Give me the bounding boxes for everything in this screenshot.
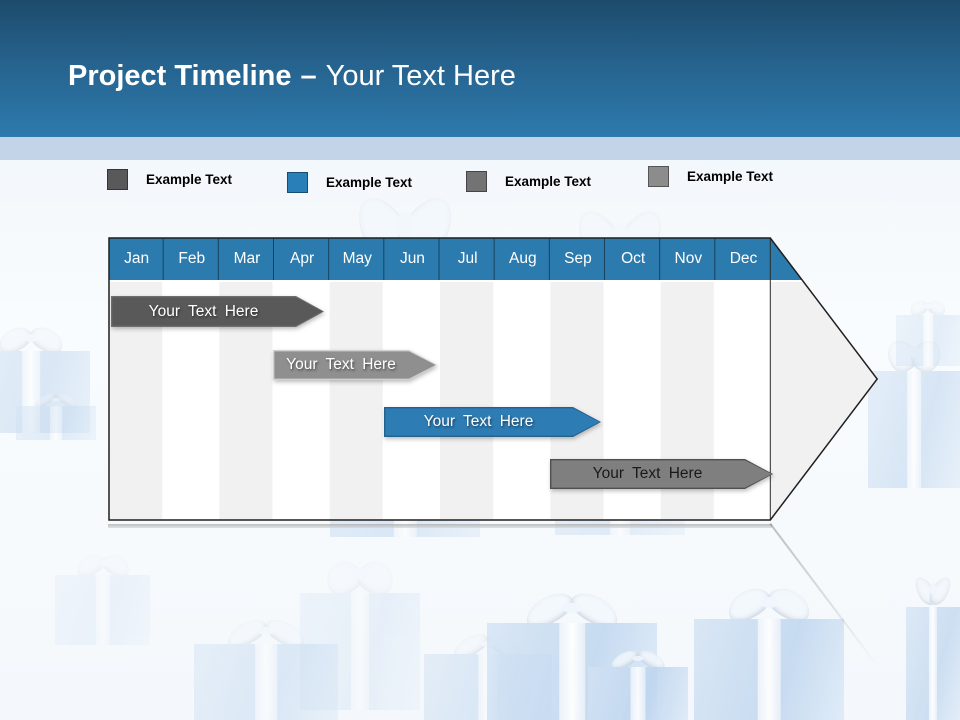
timeline-table: Jan Feb Mar Apr May Jun Jul Aug Sep Oct … xyxy=(108,237,878,521)
legend-label: Example Text xyxy=(146,172,233,187)
title-banner xyxy=(0,0,960,137)
legend-label: Example Text xyxy=(326,175,413,190)
month-label-jun: Jun xyxy=(399,249,425,267)
month-label-mar: Mar xyxy=(233,249,261,267)
gantt-bar-label: Your Text Here xyxy=(423,413,534,430)
month-label-jul: Jul xyxy=(457,249,478,267)
legend-item: Example Text xyxy=(287,172,412,193)
gantt-bar-1: Your Text Here xyxy=(111,296,324,327)
legend-label: Example Text xyxy=(505,174,592,189)
gantt-bar-fill xyxy=(112,297,322,325)
gantt-bar-fill xyxy=(274,351,435,378)
month-label-oct: Oct xyxy=(621,249,646,267)
legend-swatch xyxy=(648,166,669,187)
gift-box xyxy=(300,554,420,710)
slide-title: Project Timeline–Your Text Here xyxy=(68,60,516,93)
title-bold-text: Project Timeline xyxy=(68,60,292,92)
legend-swatch xyxy=(466,171,487,192)
month-header-row: Jan Feb Mar Apr May Jun Jul Aug Sep Oct … xyxy=(109,237,771,280)
table-reflection-line xyxy=(108,524,772,528)
gift-box xyxy=(896,296,960,366)
gift-box xyxy=(0,321,90,433)
legend-item: Example Text xyxy=(648,166,773,187)
gift-box xyxy=(55,550,150,645)
title-separator: – xyxy=(300,60,317,92)
month-label-apr: Apr xyxy=(290,249,315,267)
legend-label: Example Text xyxy=(687,169,774,184)
gift-box xyxy=(16,391,96,440)
month-label-nov: Nov xyxy=(674,249,703,267)
legend-item: Example Text xyxy=(466,171,591,192)
month-label-sep: Sep xyxy=(564,249,592,267)
month-label-may: May xyxy=(342,249,372,267)
gift-box xyxy=(868,334,960,488)
gift-box xyxy=(694,581,844,720)
month-label-dec: Dec xyxy=(729,249,758,267)
month-label-jan: Jan xyxy=(124,249,150,267)
legend-swatch xyxy=(287,172,308,193)
month-label-aug: Aug xyxy=(508,249,537,267)
legend-item: Example Text xyxy=(107,169,232,190)
gantt-bar-fill xyxy=(385,408,599,435)
gantt-bar-3: Your Text Here xyxy=(384,407,601,437)
gantt-bar-label: Your Text Here xyxy=(592,465,703,482)
gantt-bar-label: Your Text Here xyxy=(148,302,259,320)
legend-swatch xyxy=(107,169,128,190)
month-label-feb: Feb xyxy=(178,249,206,267)
gift-box xyxy=(906,574,960,720)
gift-box xyxy=(194,613,338,720)
gantt-bar-fill xyxy=(551,460,771,487)
gift-box xyxy=(588,646,688,720)
banner-accent-band xyxy=(0,137,960,160)
gantt-bar-2: Your Text Here xyxy=(273,350,437,380)
gantt-bar-label: Your Text Here xyxy=(286,356,396,373)
timeline-header-band xyxy=(109,238,803,280)
gantt-bar-4: Your Text Here xyxy=(550,459,773,489)
title-light-text: Your Text Here xyxy=(325,60,516,92)
